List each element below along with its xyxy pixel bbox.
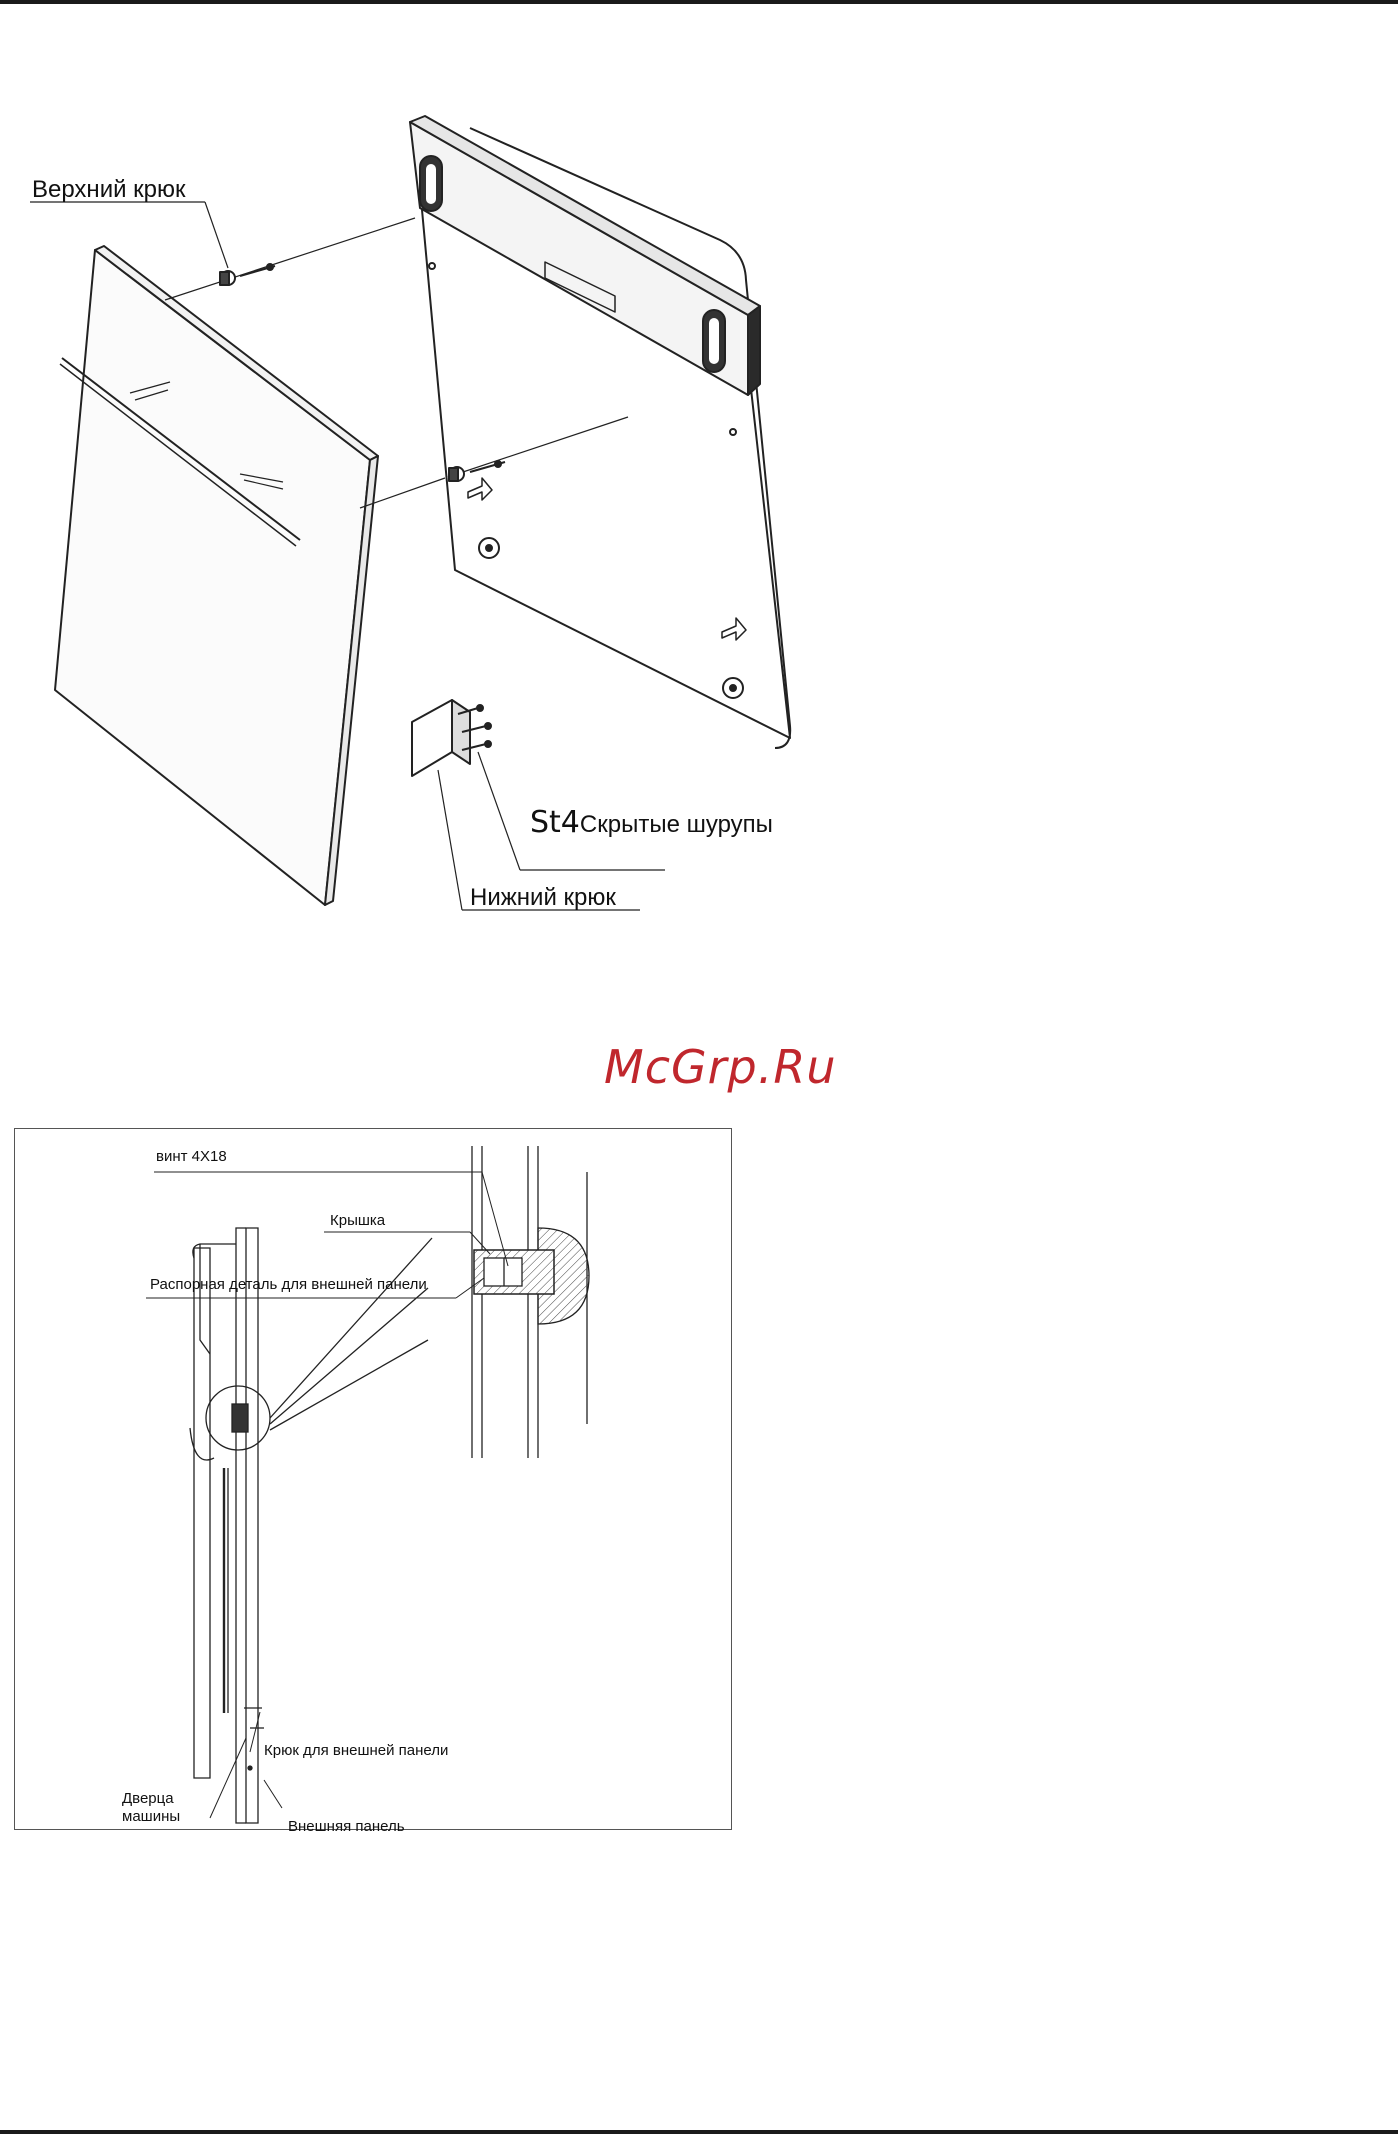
upper-hook-label: Верхний крюк [32,176,186,204]
lower-hook-bracket [412,700,491,776]
spacer-label: Распорная деталь для внешней панели [150,1276,427,1293]
top-rule [0,0,1398,4]
outer-panel-label: Внешняя панель [288,1818,405,1835]
decorative-panel [55,246,378,905]
hidden-screws-label: St4Скрытые шурупы [530,805,773,840]
section-view-drawing [14,1128,732,1830]
hidden-screws-text: Скрытые шурупы [580,811,773,838]
bottom-rule [0,2130,1398,2134]
door-section [190,1228,270,1823]
watermark: McGrp.Ru [604,1040,836,1094]
panel-hook-label: Крюк для внешней панели [264,1742,448,1759]
door-label-line2: машины [122,1808,180,1825]
screw-size-code: St4 [530,805,580,840]
cap-label: Крышка [330,1212,385,1229]
screw-label: винт 4X18 [156,1148,227,1165]
machine-door [410,116,790,748]
detail-callout [472,1146,589,1458]
lower-hook-label: Нижний крюк [470,884,616,912]
door-label-line1: Дверца [122,1790,174,1807]
